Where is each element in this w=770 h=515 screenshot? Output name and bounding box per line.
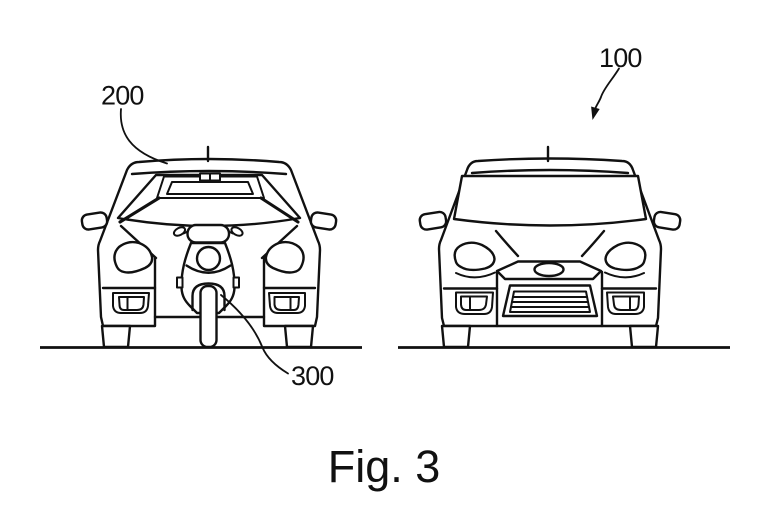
- label-200: 200: [101, 81, 144, 111]
- car-100-grille-inner: [509, 290, 591, 313]
- car-100-hood-crease-left: [494, 229, 520, 258]
- leader-line-100: [594, 67, 620, 109]
- leader-arrowhead-100: [591, 106, 600, 120]
- car-200-wheel-left: [100, 324, 132, 349]
- leader-line-200: [119, 108, 168, 165]
- car-100-emblem: [533, 261, 565, 278]
- car-200-pillar-line-left: [118, 196, 161, 224]
- car-200-headlight-right: [264, 240, 305, 274]
- car-100-side-mirror-left: [418, 210, 448, 231]
- car-100-headlight-arc-left: [455, 271, 496, 279]
- motorcycle-front-wheel: [199, 284, 218, 349]
- car-200-pillar-line-right: [259, 196, 300, 224]
- car-200-roofline: [130, 169, 288, 176]
- motorcycle-reflector-left: [176, 276, 184, 289]
- figure-caption: Fig. 3: [328, 441, 441, 492]
- car-100-headlight-right: [604, 241, 647, 272]
- motorcycle-mirror-left: [172, 226, 187, 237]
- car-100-windshield: [452, 174, 648, 227]
- car-200-sensor-housing-inner: [166, 181, 254, 195]
- car-100-side-mirror-right: [652, 210, 682, 231]
- host-vehicle-100-drawing: [418, 145, 682, 349]
- target-vehicle-200-drawing: [80, 145, 338, 349]
- label-100: 100: [599, 43, 642, 73]
- car-200-wheel-right: [283, 324, 315, 349]
- car-200-side-mirror-right: [309, 211, 338, 231]
- motorcycle-headlight: [195, 245, 222, 272]
- car-100-foglamp-left-inner: [460, 295, 488, 311]
- label-300: 300: [291, 361, 334, 391]
- car-100-wheel-right: [628, 324, 660, 349]
- motorcycle-reflector-right: [232, 276, 240, 289]
- car-100-grille: [501, 284, 599, 318]
- car-100-foglamp-right-inner: [612, 295, 640, 311]
- car-200-headlight-left: [113, 240, 154, 274]
- motorcycle-mirror-right: [230, 226, 244, 237]
- car-100-headlight-left: [453, 241, 496, 272]
- car-100-wheel-left: [440, 324, 472, 349]
- car-100-hood-crease-right: [580, 229, 606, 258]
- motorcycle-handlebar: [186, 223, 231, 244]
- motorcycle-front-fender: [191, 282, 226, 312]
- leader-line-300: [220, 294, 289, 375]
- car-200-foglamp-left-inner: [118, 296, 145, 311]
- motorcycle-panel-curve: [185, 264, 232, 274]
- car-100-roofline: [470, 168, 630, 175]
- car-200-foglamp-right-inner: [273, 296, 300, 311]
- car-100-headlight-arc-right: [604, 271, 645, 279]
- car-200-side-mirror-left: [80, 211, 109, 231]
